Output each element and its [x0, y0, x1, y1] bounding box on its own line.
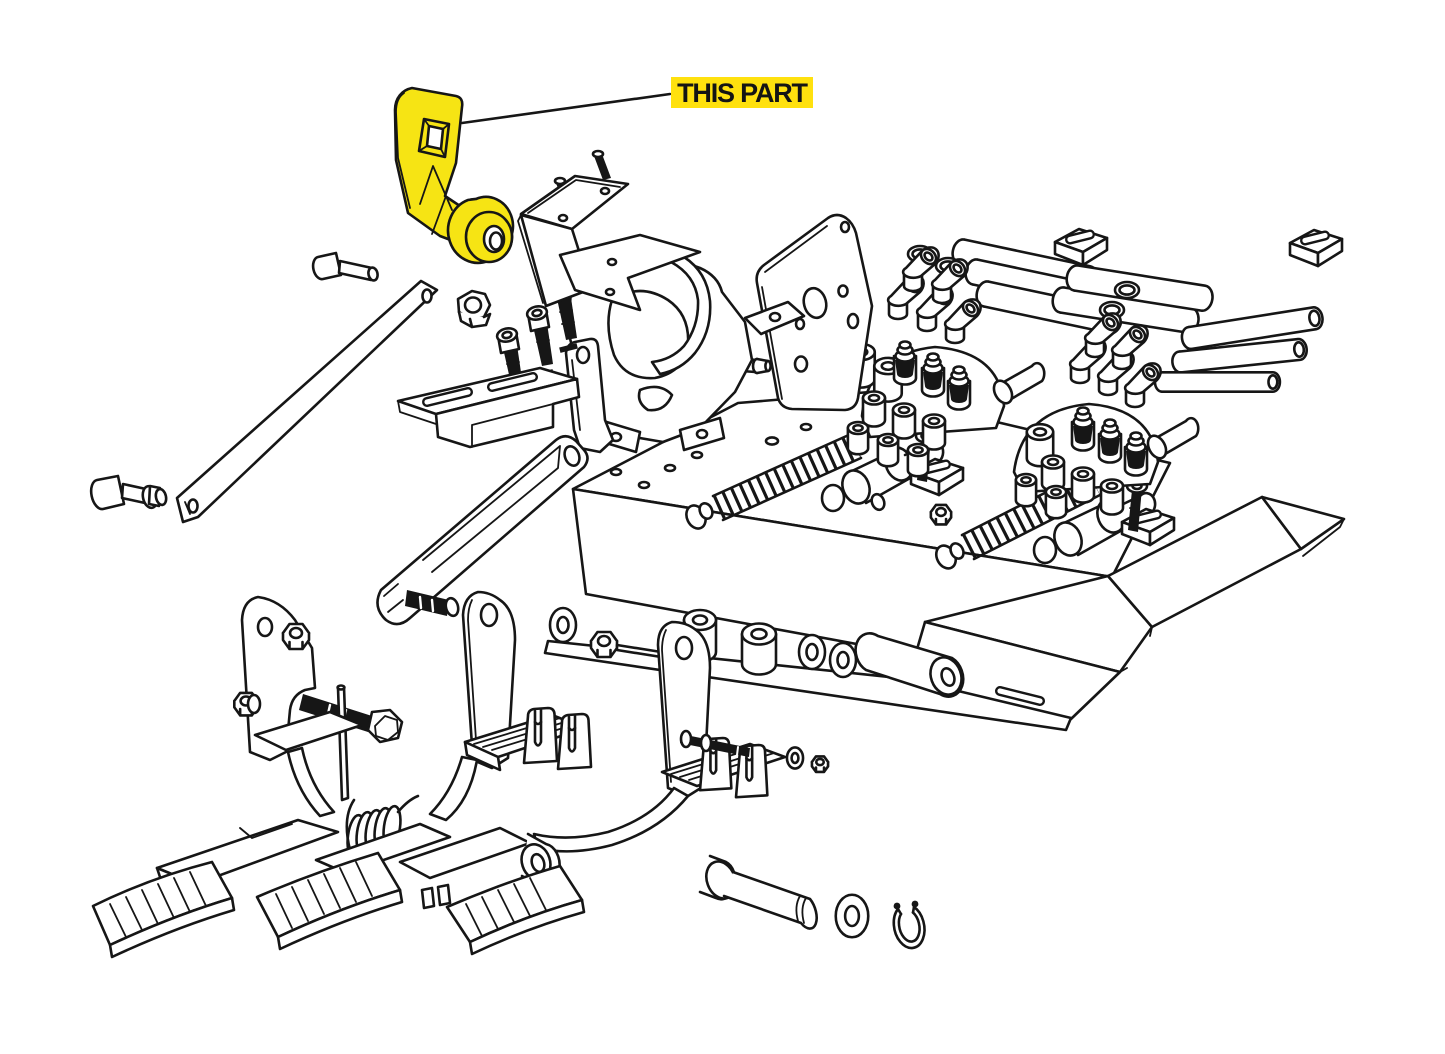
hex-nut-on-plate — [929, 503, 953, 526]
pedal-bracket-3 — [658, 622, 710, 796]
washer — [248, 695, 260, 713]
highlighted-part-lever — [395, 88, 513, 263]
pedal-tread-3 — [400, 828, 584, 954]
axle-shaft — [700, 856, 817, 929]
pedal-tread-2 — [257, 824, 450, 949]
angle-bracket-with-pins — [518, 151, 700, 310]
flat-washer — [786, 746, 804, 770]
bushing — [742, 624, 776, 675]
snap-ring — [894, 900, 925, 948]
slotted-l-bracket — [398, 368, 579, 447]
hex-nut — [811, 755, 829, 773]
return-spring-left — [683, 434, 861, 532]
hex-nut — [281, 622, 311, 651]
callout-label: THIS PART — [671, 77, 813, 108]
bracket-base — [255, 712, 362, 750]
pedal-bracket-2 — [463, 592, 515, 768]
mounting-pin — [593, 151, 611, 180]
fittings-cluster-left — [845, 236, 1126, 478]
socket-head-bolt-upper — [313, 253, 379, 281]
flat-strap-link — [177, 281, 437, 522]
cotter-pin — [338, 686, 348, 801]
pedal-arm — [430, 757, 477, 820]
pedal-assembly-3 — [400, 622, 829, 954]
callout-leader-line — [462, 94, 670, 123]
pedal-assembly-1 — [93, 597, 402, 957]
clevis-fork — [522, 706, 559, 765]
flat-washer-axle — [834, 893, 870, 939]
face-plate-panel — [757, 215, 872, 410]
callout-label-background — [671, 77, 813, 108]
pivot-pin — [680, 731, 750, 757]
lever-stud — [405, 590, 460, 617]
socket-head-bolt-lower — [91, 476, 167, 509]
hex-nut — [589, 630, 619, 659]
pedestal-block-back-right — [1290, 230, 1342, 266]
flat-washer — [828, 641, 858, 679]
clevis-fork — [556, 712, 593, 771]
flat-washer — [797, 633, 827, 671]
callout-label-text: THIS PART — [677, 78, 808, 108]
pedal-arm — [534, 788, 688, 851]
flat-washer — [548, 606, 578, 644]
pedal-assembly-2 — [257, 592, 593, 949]
long-bushing — [856, 633, 967, 699]
pedal-tread-1 — [93, 820, 338, 957]
pedal-arm — [288, 748, 334, 816]
post-bracket — [566, 339, 613, 452]
base-plate-holes — [611, 424, 811, 488]
lever-arm-with-stud — [377, 436, 587, 624]
hex-nut-loose — [458, 291, 490, 327]
